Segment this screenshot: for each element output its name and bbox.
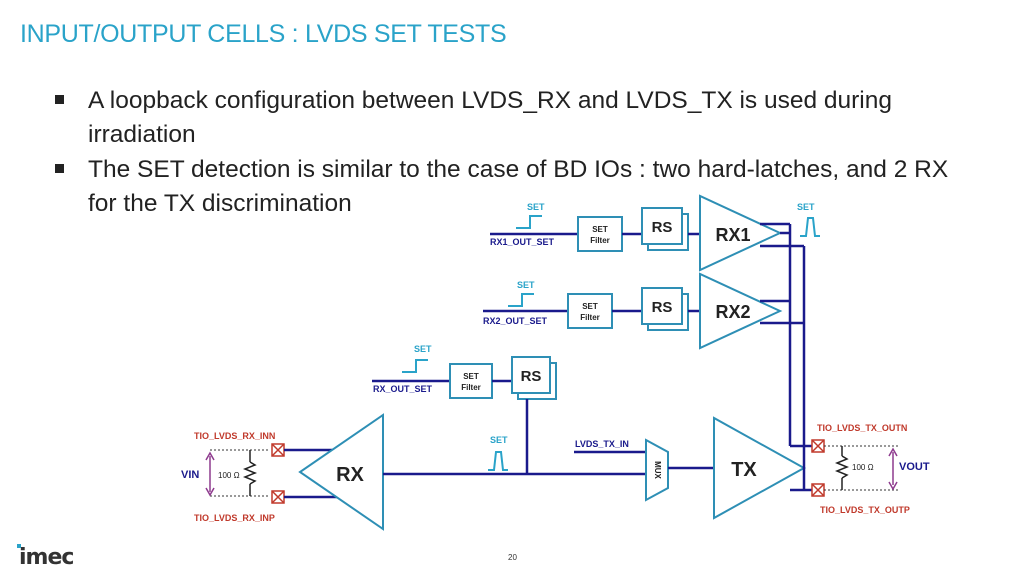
tx-output-stage: TIO_LVDS_TX_OUTN TIO_LVDS_TX_OUTP 100 Ω … <box>811 423 930 515</box>
rx1-comparator <box>699 194 783 272</box>
bullet-item: A loopback configuration between LVDS_RX… <box>55 84 975 152</box>
tio-rx-inn-label: TIO_LVDS_RX_INN <box>194 431 275 441</box>
rx-out-set-label: RX_OUT_SET <box>373 384 433 394</box>
set-pulse-icon <box>800 217 820 237</box>
mux-block <box>645 438 669 502</box>
rs-label: RS <box>521 368 542 385</box>
set-label: SET <box>527 202 545 212</box>
mux-label: MUX <box>653 461 662 479</box>
set-label: SET <box>517 280 535 290</box>
set-pulse-icon <box>488 451 508 471</box>
rx2-out-set-label: RX2_OUT_SET <box>483 316 548 326</box>
rx2-label: RX2 <box>715 302 750 322</box>
rx-input-stage: TIO_LVDS_RX_INN TIO_LVDS_RX_INP 100 Ω VI… <box>181 413 384 531</box>
vin-label: VIN <box>181 469 199 481</box>
rx-receiver <box>298 413 384 531</box>
square-bullet-icon <box>55 95 64 104</box>
resistor-icon <box>242 461 258 485</box>
square-bullet-icon <box>55 164 64 173</box>
bullet-text: A loopback configuration between LVDS_RX… <box>88 87 893 148</box>
set-filter-block <box>567 293 613 329</box>
set-label: SET <box>414 344 432 354</box>
set-step-icon <box>508 293 534 307</box>
set-step-icon <box>402 359 428 373</box>
tio-tx-outp-label: TIO_LVDS_TX_OUTP <box>820 505 910 515</box>
rx2-comparator <box>699 272 783 350</box>
tx-driver <box>713 416 807 520</box>
tio-tx-outn-label: TIO_LVDS_TX_OUTN <box>817 423 907 433</box>
vout-label: VOUT <box>899 461 930 473</box>
resistor-value: 100 Ω <box>218 471 240 480</box>
resistor-value: 100 Ω <box>852 463 874 472</box>
lvds-tx-in-label: LVDS_TX_IN <box>575 439 629 449</box>
imec-logo: imec <box>17 544 74 570</box>
bullet-text: The SET detection is similar to the case… <box>88 156 949 217</box>
set-filter-block <box>449 363 493 399</box>
set-label: SET <box>797 202 815 212</box>
bullet-item: The SET detection is similar to the case… <box>55 153 975 221</box>
logo-text: imec <box>19 545 74 570</box>
rs-latch <box>641 287 683 325</box>
set-filter-label: SET <box>592 225 608 234</box>
bullet-list: A loopback configuration between LVDS_RX… <box>55 84 975 222</box>
rx1-label: RX1 <box>715 225 750 245</box>
set-filter-block <box>577 216 623 252</box>
set-filter-label: SET <box>582 302 598 311</box>
rx-label: RX <box>336 464 364 486</box>
set-filter-label: Filter <box>590 236 610 245</box>
logo-dot-icon <box>17 544 21 548</box>
rx-out-set-row: SET RX_OUT_SET SET Filter RS <box>372 344 557 474</box>
rs-latch <box>641 207 683 245</box>
set-filter-label: Filter <box>461 383 481 392</box>
resistor-icon <box>834 455 850 479</box>
page-number: 20 <box>508 553 517 562</box>
rx2-row: SET RX2_OUT_SET SET Filter RS RX2 <box>483 272 783 350</box>
rs-label: RS <box>652 219 673 236</box>
set-step-icon <box>516 215 542 229</box>
set-filter-label: SET <box>463 372 479 381</box>
rs-label: RS <box>652 299 673 316</box>
rx1-row: SET RX1_OUT_SET SET Filter RS RX1 SET <box>490 194 820 272</box>
tx-label: TX <box>731 459 757 481</box>
rs-latch <box>511 356 551 394</box>
slide-title: INPUT/OUTPUT CELLS : LVDS SET TESTS <box>20 20 507 48</box>
tio-rx-inp-label: TIO_LVDS_RX_INP <box>194 513 275 523</box>
rx1-out-set-label: RX1_OUT_SET <box>490 237 555 247</box>
set-filter-label: Filter <box>580 313 600 322</box>
set-label: SET <box>490 435 508 445</box>
